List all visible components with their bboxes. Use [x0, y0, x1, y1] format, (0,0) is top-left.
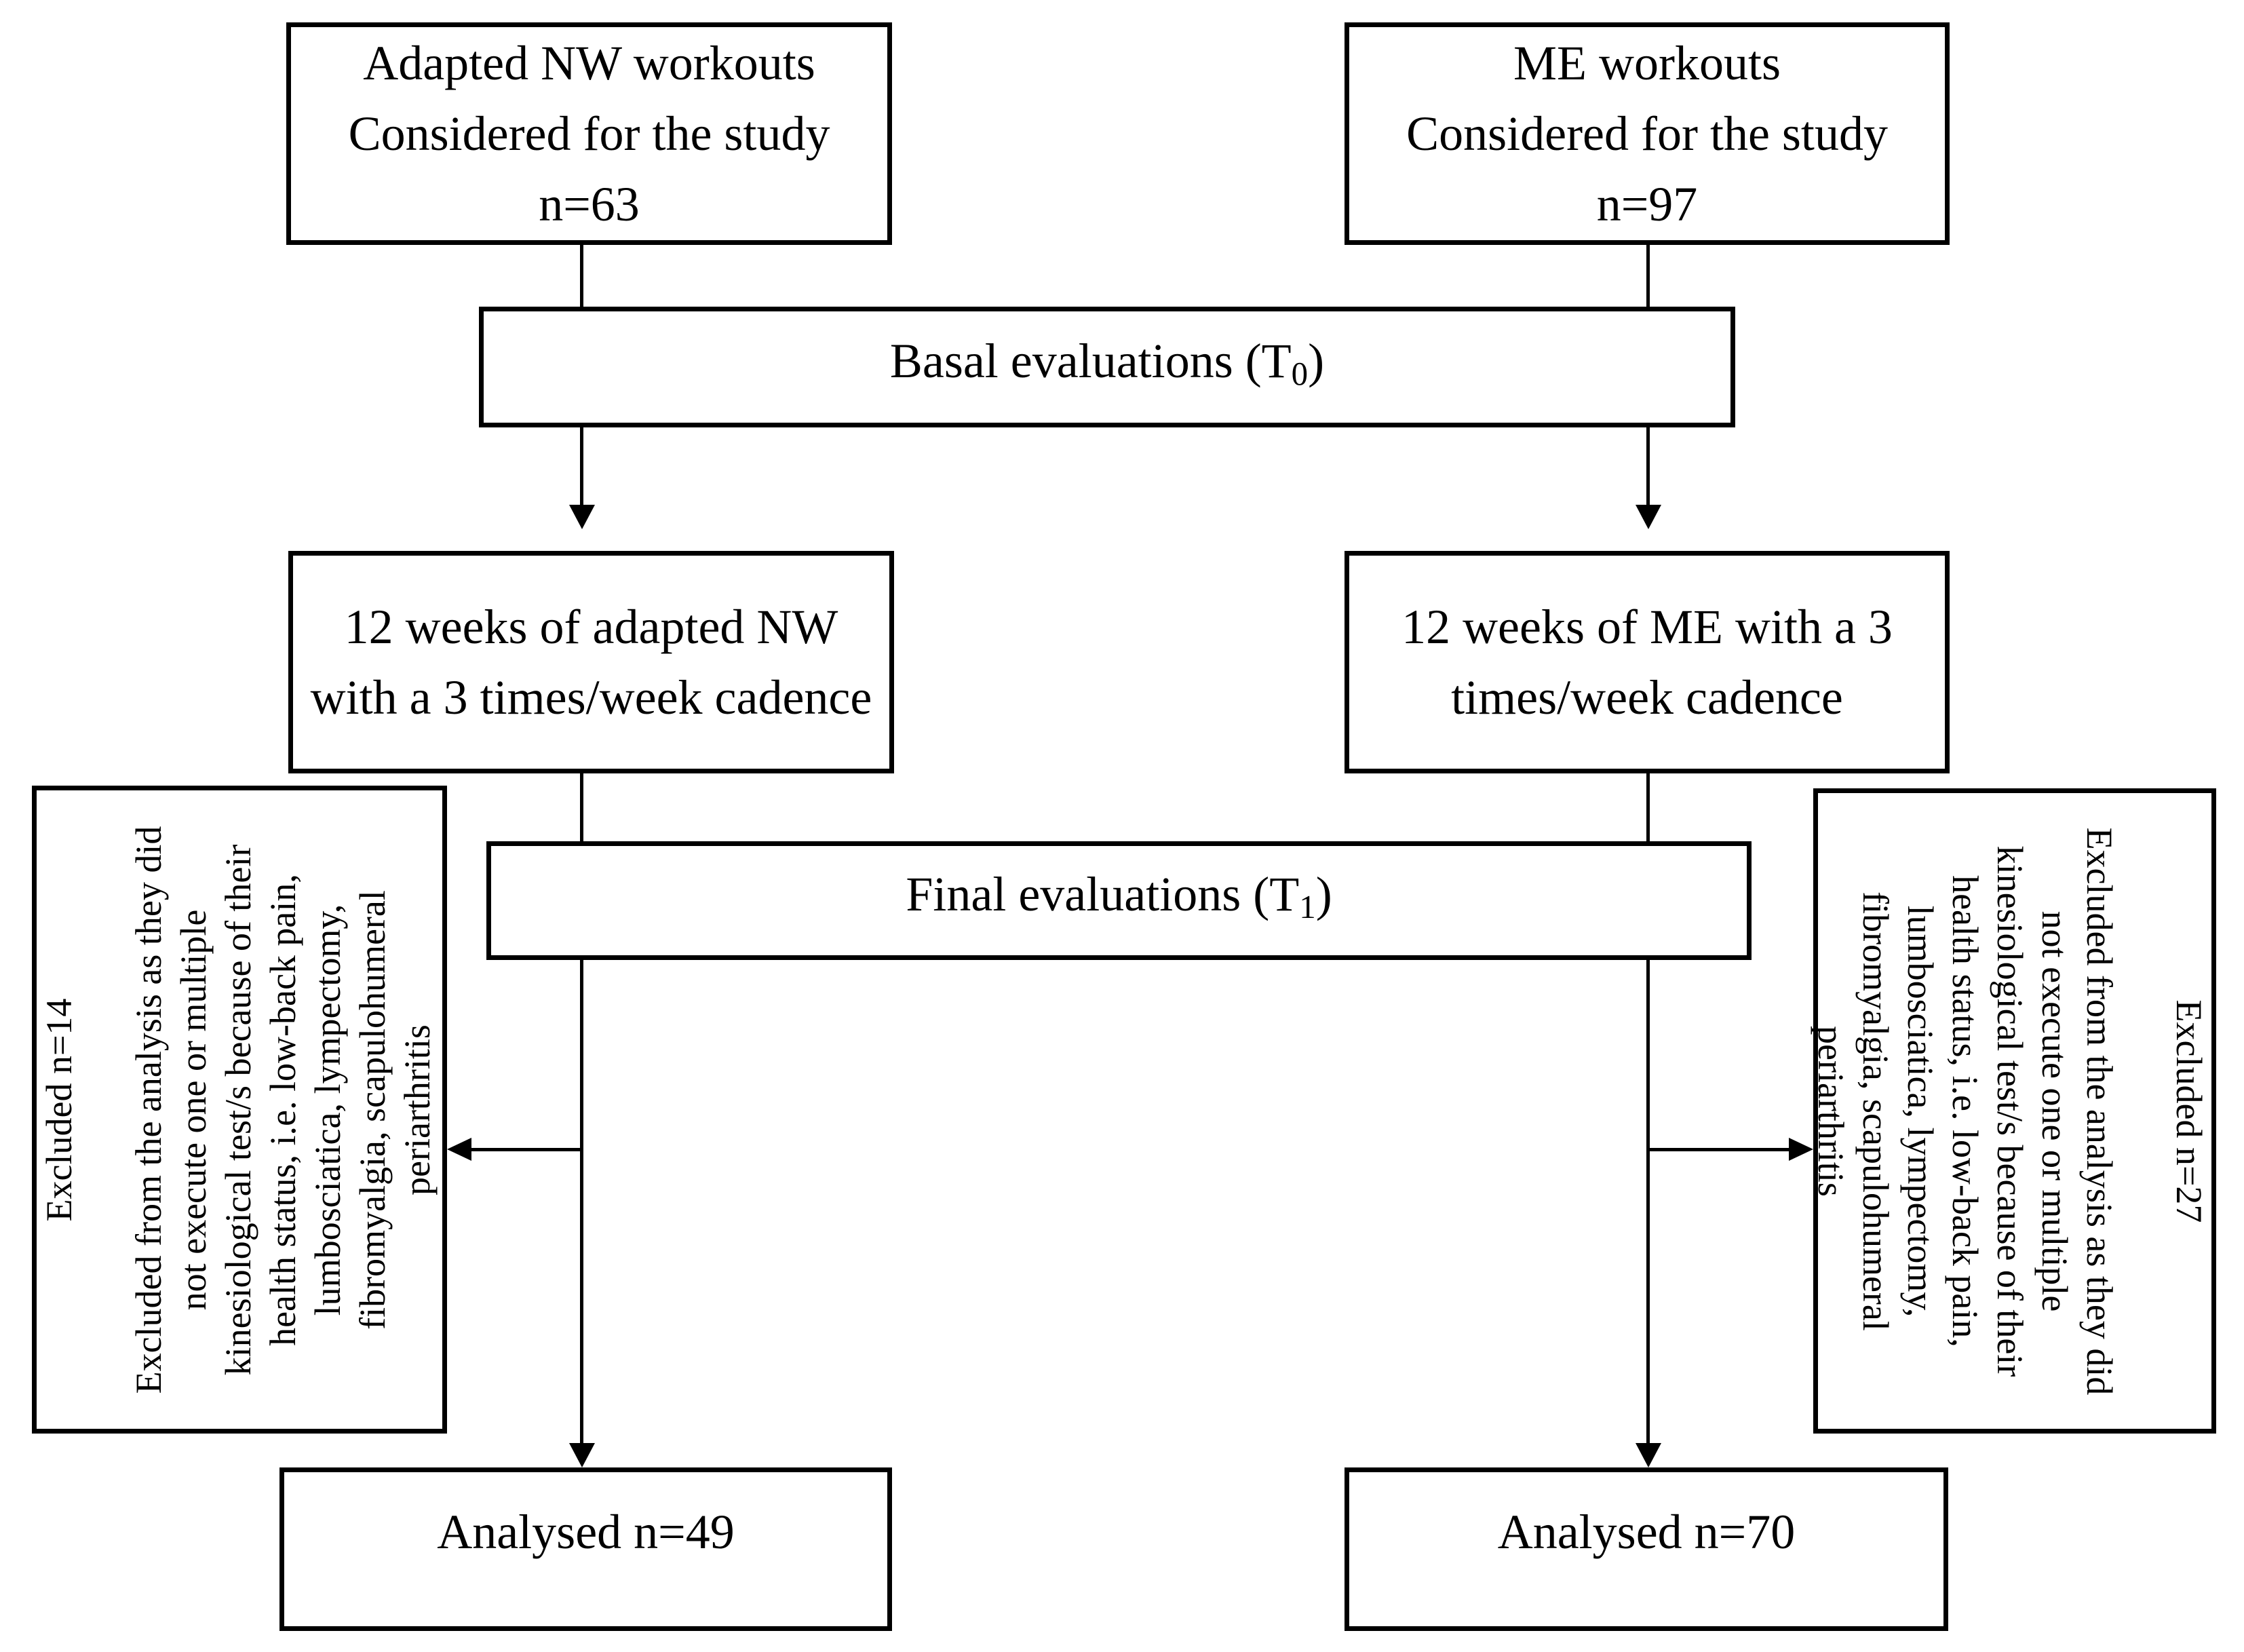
excluded-nw-reason: health status, i.e. low-back pain, — [263, 873, 303, 1346]
box-nw-intervention: 12 weeks of adapted NW with a 3 times/we… — [288, 551, 894, 773]
nw-intervention-line: with a 3 times/week cadence — [310, 670, 872, 725]
box-excluded-nw: Excluded n=14 Excluded from the analysis… — [32, 786, 447, 1434]
nw-considered-line: Considered for the study — [348, 107, 830, 161]
me-considered-line: ME workouts — [1513, 36, 1781, 90]
box-me-considered: ME workouts Considered for the study n=9… — [1345, 22, 1950, 245]
arrowhead-right-excluded-icon — [1789, 1138, 1813, 1161]
box-basal-evaluations: Basal evaluations (T0) — [479, 307, 1735, 427]
excluded-nw-rotated-text: Excluded n=14 Excluded from the analysis… — [37, 790, 442, 1429]
me-considered-count: n=97 — [1596, 177, 1698, 231]
box-excluded-me: Excluded n=27 Excluded from the analysis… — [1811, 788, 2216, 1434]
excluded-nw-reason: Excluded from the analysis as they did — [128, 826, 169, 1394]
excluded-me-count: Excluded n=27 — [2169, 999, 2209, 1223]
connector-final-to-analysed-nw — [580, 960, 583, 1444]
arrowhead-left-excluded-icon — [447, 1138, 471, 1161]
me-intervention-line: times/week cadence — [1451, 670, 1843, 725]
excluded-nw-reason: fibromyalgia, scapulohumeral — [352, 889, 393, 1330]
box-analysed-me: Analysed n=70 — [1345, 1467, 1948, 1631]
basal-evaluations-label: Basal evaluations (T0) — [889, 333, 1325, 392]
excluded-me-reason: kinesiological test/s because of their — [1990, 845, 2030, 1377]
nw-intervention-line: 12 weeks of adapted NW — [344, 600, 838, 654]
connector-final-to-analysed-me — [1646, 960, 1650, 1444]
analysed-me-count: Analysed n=70 — [1497, 1505, 1796, 1559]
arrowhead-down-analysed-nw-icon — [569, 1443, 595, 1467]
excluded-nw-reason: lumbosciatica, lympectomy, — [307, 904, 348, 1315]
nw-considered-count: n=63 — [539, 177, 640, 231]
me-considered-line: Considered for the study — [1406, 107, 1888, 161]
excluded-nw-reason: kinesiological test/s because of their — [218, 844, 258, 1375]
excluded-me-reason: health status, i.e. low-back pain, — [1945, 875, 1986, 1347]
connector-to-excluded-left — [469, 1148, 582, 1151]
excluded-me-rotated-text: Excluded n=27 Excluded from the analysis… — [1811, 793, 2211, 1429]
me-intervention-line: 12 weeks of ME with a 3 — [1401, 600, 1893, 654]
nw-considered-line: Adapted NW workouts — [363, 36, 815, 90]
basal-subscript: 0 — [1291, 354, 1309, 392]
connector-me-to-final — [1646, 773, 1650, 841]
analysed-nw-count: Analysed n=49 — [437, 1505, 735, 1559]
excluded-nw-reason: periarthritis — [397, 1024, 438, 1195]
arrowhead-down-nw-icon — [569, 505, 595, 529]
box-final-evaluations: Final evaluations (T1) — [486, 841, 1752, 960]
excluded-me-reason: periarthritis — [1811, 1025, 1851, 1197]
connector-nw-to-final — [580, 773, 583, 841]
connector-nw-to-basal — [580, 245, 583, 310]
box-nw-considered: Adapted NW workouts Considered for the s… — [286, 22, 892, 245]
final-evaluations-label: Final evaluations (T1) — [906, 867, 1332, 925]
excluded-me-reason: lumbosciatica, lympectomy, — [1900, 905, 1941, 1317]
box-analysed-nw: Analysed n=49 — [279, 1467, 892, 1631]
box-me-intervention: 12 weeks of ME with a 3 times/week caden… — [1345, 551, 1950, 773]
excluded-me-reason: fibromyalgia, scapulohumeral — [1855, 891, 1896, 1331]
connector-me-to-basal — [1646, 245, 1650, 310]
arrowhead-down-analysed-me-icon — [1636, 1443, 1661, 1467]
connector-to-excluded-right — [1648, 1148, 1791, 1151]
connector-basal-to-me — [1646, 427, 1650, 506]
arrowhead-down-me-icon — [1636, 505, 1661, 529]
excluded-me-reason: Excluded from the analysis as they did — [2079, 827, 2120, 1395]
excluded-nw-count: Excluded n=14 — [39, 998, 79, 1221]
excluded-me-reason: not execute one or multiple — [2034, 910, 2075, 1311]
connector-basal-to-nw — [580, 427, 583, 506]
excluded-nw-reason: not execute one or multiple — [173, 909, 214, 1310]
final-subscript: 1 — [1299, 887, 1316, 925]
